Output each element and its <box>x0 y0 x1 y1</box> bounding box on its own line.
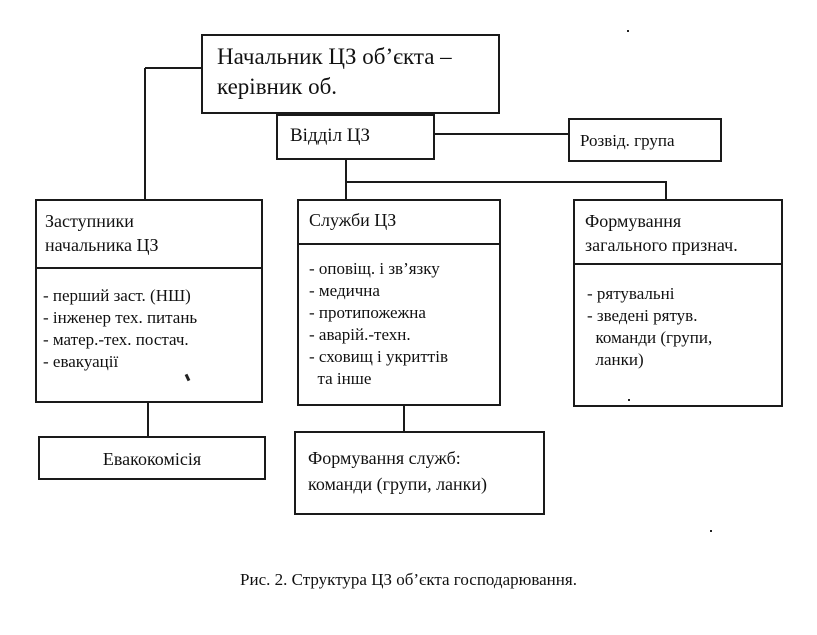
scan-speck <box>627 30 629 32</box>
list-item: - матер.-тех. постач. <box>43 330 189 349</box>
services-list: - оповіщ. і зв’язку - медична - протипож… <box>309 258 448 390</box>
services-box-title: Служби ЦЗ <box>309 210 397 230</box>
recon-box: Розвід. група <box>568 118 722 162</box>
dept-box-title: Відділ ЦЗ <box>290 125 371 146</box>
services-box: Служби ЦЗ - оповіщ. і зв’язку - медична … <box>297 199 501 406</box>
general-formations-box: Формування загального признач. - рятувал… <box>573 199 783 407</box>
scan-speck <box>628 399 630 401</box>
recon-box-title: Розвід. група <box>580 131 675 150</box>
evac-commission-box-title: Евакокомісія <box>102 449 202 469</box>
list-item: - евакуації <box>43 352 119 371</box>
deputies-box: Заступники начальника ЦЗ - перший заст. … <box>35 199 263 403</box>
general-formations-box-divider <box>575 263 781 265</box>
general-formations-list: - рятувальні - зведені рятув. команди (г… <box>587 283 712 371</box>
head-box: Начальник ЦЗ об’єкта – керівник об. <box>201 34 500 114</box>
general-formations-box-title: Формування загального признач. <box>585 211 738 255</box>
list-item: та інше <box>309 369 372 388</box>
list-item: ланки) <box>587 350 644 369</box>
services-box-divider <box>299 243 499 245</box>
connector-dept-to-general <box>345 158 667 200</box>
list-item: - оповіщ. і зв’язку <box>309 259 440 278</box>
list-item: - перший заст. (НШ) <box>43 286 191 305</box>
service-formations-box: Формування служб: команди (групи, ланки) <box>294 431 545 515</box>
deputies-box-title: Заступники начальника ЦЗ <box>45 211 159 255</box>
list-item: - медична <box>309 281 380 300</box>
list-item: - сховищ і укриттів <box>309 347 448 366</box>
head-box-title: Начальник ЦЗ об’єкта – керівник об. <box>217 44 452 99</box>
figure-caption: Рис. 2. Структура ЦЗ об’єкта господарюва… <box>240 570 577 589</box>
deputies-box-divider <box>37 267 261 269</box>
dept-box: Відділ ЦЗ <box>276 114 435 160</box>
list-item: - інженер тех. питань <box>43 308 198 327</box>
list-item: - рятувальні <box>587 284 675 303</box>
list-item: команди (групи, <box>587 328 713 347</box>
deputies-list: - перший заст. (НШ) - інженер тех. питан… <box>43 285 197 373</box>
list-item: - аварій.-техн. <box>309 325 411 344</box>
list-item: - протипожежна <box>309 303 426 322</box>
evac-commission-box: Евакокомісія <box>38 436 266 480</box>
scan-speck <box>710 530 712 532</box>
list-item: - зведені рятув. <box>587 306 698 325</box>
service-formations-box-title: Формування служб: команди (групи, ланки) <box>308 448 488 494</box>
